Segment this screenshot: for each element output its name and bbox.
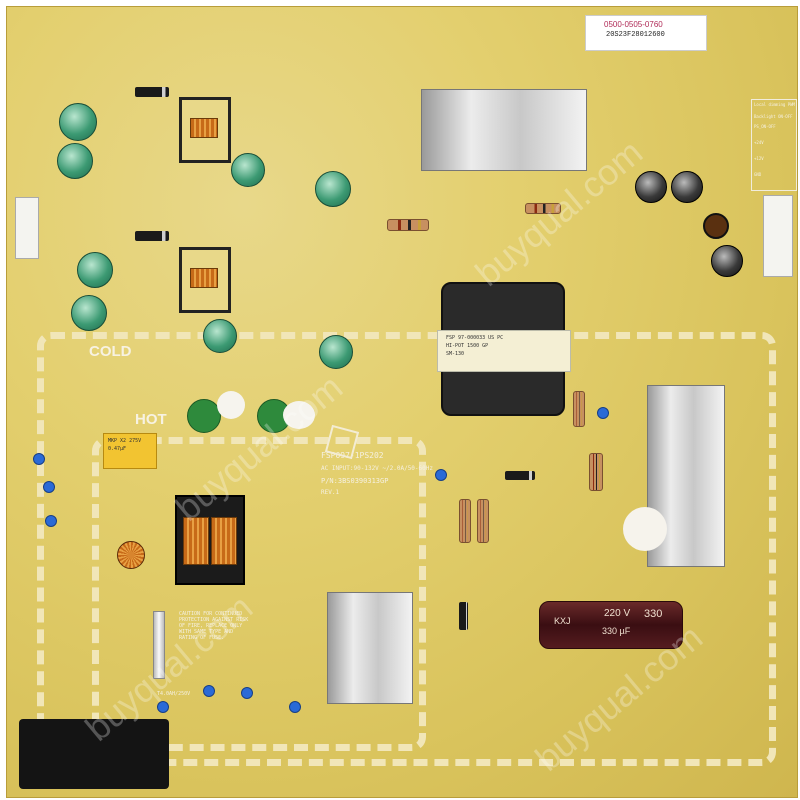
pin-label: GND (754, 172, 762, 177)
common-mode-choke-lf101 (175, 495, 245, 585)
y-capacitor-cy104 (203, 685, 215, 697)
y-capacitor-cy101 (33, 453, 45, 465)
transformer-label-line1: FSP 97-000033 US PC (446, 335, 504, 341)
resistor-r302 (525, 203, 561, 214)
power-supply-board: 0500-0505-0760 20S23F28012600 (6, 6, 798, 798)
choke-winding-right (211, 517, 237, 565)
capacitor-c403 (203, 319, 237, 353)
x-capacitor-cx101: MKP X2 275V 0.47µF (103, 433, 157, 469)
fsp-logo (325, 425, 359, 459)
diode-d301 (135, 87, 169, 97)
capacitor-c404 (319, 335, 353, 369)
resistor-r503 (589, 453, 603, 491)
input-connector-cn301 (15, 197, 39, 259)
diode-d501 (505, 471, 535, 480)
thermistor-th101 (187, 399, 221, 433)
serial-sticker: 0500-0505-0760 20S23F28012600 (585, 15, 707, 51)
fuse-f100 (153, 611, 165, 679)
capacitor-c314 (671, 171, 703, 203)
pinout-table: Local dimming PWM Backlight ON-OFF PS_ON… (751, 99, 797, 191)
capacitor-c303 (231, 153, 265, 187)
resistor-r301 (387, 219, 429, 231)
resistor-r502 (477, 499, 489, 543)
pin-label: +12V (754, 156, 764, 161)
bulk-capacitor: 330 220 V 330 µF KXJ (539, 601, 683, 649)
pin-label: Local dimming PWM (754, 102, 795, 107)
pin-label: +24V (754, 140, 764, 145)
bulk-cap-value: 330 (644, 608, 663, 620)
caution-text: CAUTION FOR CONTINUED PROTECTION AGAINST… (179, 611, 249, 641)
y-capacitor-cy107 (157, 701, 169, 713)
capacitor-c402 (71, 295, 107, 331)
hot-zone-boundary (37, 332, 776, 766)
output-inductor-l401 (179, 247, 231, 313)
board-revision: REV.1 (321, 489, 340, 496)
pin-label: Backlight ON-OFF (754, 114, 793, 119)
heatsink-hs1 (421, 89, 587, 171)
transformer-label-panel: FSP 97-000033 US PC HI-POT 1500 GP SM-13… (437, 330, 571, 372)
inner-hot-boundary (92, 437, 426, 751)
board-part-number: P/N:3BS0390313GP (321, 477, 389, 485)
capacitor-c301 (59, 103, 97, 141)
bulk-cap-voltage: 220 V (604, 608, 631, 619)
bulk-cap-series: KXJ (554, 616, 571, 626)
diode-d601 (459, 602, 468, 630)
resistor-r504 (573, 391, 585, 427)
pin-label: PS_ON-OFF (754, 124, 776, 129)
y-capacitor-cy106 (289, 701, 301, 713)
y-capacitor-cy105 (241, 687, 253, 699)
x-cap-print-line1: MKP X2 275V (108, 438, 142, 444)
y-capacitor-c502 (597, 407, 609, 419)
sticker-code-line2: 20S23F28012600 (606, 31, 665, 39)
heatsink-hs2 (327, 592, 413, 704)
inductor-winding (190, 268, 218, 288)
thermal-compound (283, 401, 315, 429)
inductor-winding (190, 118, 218, 138)
output-connector-cn601 (763, 195, 793, 277)
ac-input-connector (19, 719, 169, 789)
capacitor-c302 (57, 143, 93, 179)
capacitor-c304 (315, 171, 351, 207)
transformer-label-line2: HI-POT 1500 GP (446, 343, 489, 349)
fuse-rating: T4.0AH/250V (157, 691, 191, 697)
hot-zone-label: HOT (135, 411, 167, 428)
bulk-cap-capacitance: 330 µF (602, 626, 631, 636)
diode-d401 (135, 231, 169, 241)
output-inductor-l301 (179, 97, 231, 163)
y-capacitor-cy103 (45, 515, 57, 527)
capacitor-c401 (77, 252, 113, 288)
main-transformer: FSP 97-000033 US PC HI-POT 1500 GP SM-13… (437, 282, 571, 416)
transformer-label-line3: SM-130 (446, 351, 465, 357)
toroid-lf100 (117, 541, 145, 569)
capacitor-c316 (703, 213, 729, 239)
y-capacitor-cy102 (43, 481, 55, 493)
sticker-code-line1: 0500-0505-0760 (604, 20, 663, 29)
thermal-compound (217, 391, 245, 419)
choke-winding-left (183, 517, 209, 565)
cold-zone-label: COLD (89, 343, 132, 360)
y-capacitor-c501 (435, 469, 447, 481)
board-input-rating: AC INPUT:90-132V ~/2.0A/50-60Hz (321, 465, 433, 472)
capacitor-c315 (711, 245, 743, 277)
x-cap-print-line2: 0.47µF (108, 446, 127, 452)
thermal-pad (623, 507, 667, 551)
capacitor-c313 (635, 171, 667, 203)
resistor-r501 (459, 499, 471, 543)
caution-block: CAUTION FOR CONTINUED PROTECTION AGAINST… (179, 611, 251, 671)
